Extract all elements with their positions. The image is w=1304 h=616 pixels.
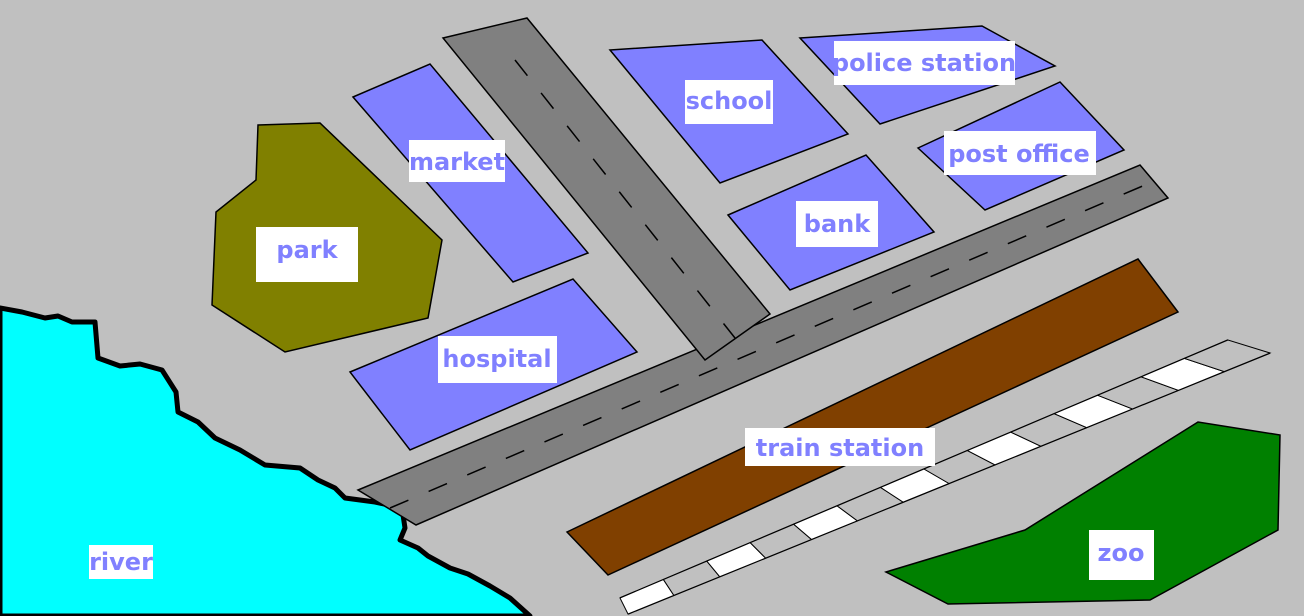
label-school: school bbox=[685, 80, 773, 124]
label-market: market bbox=[409, 140, 505, 182]
label-post-office-text: post office bbox=[948, 140, 1090, 168]
railway-track bbox=[619, 339, 1272, 615]
label-zoo: zoo bbox=[1089, 530, 1154, 580]
zoo-area bbox=[884, 421, 1281, 605]
label-police-station-text: police station bbox=[832, 49, 1016, 77]
label-river: river bbox=[89, 545, 153, 579]
label-hospital-text: hospital bbox=[442, 345, 551, 373]
rail-sleepers bbox=[619, 339, 1272, 615]
side-road bbox=[441, 17, 772, 362]
label-school-text: school bbox=[686, 87, 773, 115]
label-bank-text: bank bbox=[804, 210, 871, 238]
main-road-center-line bbox=[389, 181, 1153, 509]
label-river-text: river bbox=[89, 548, 153, 576]
rail-sleeper bbox=[1183, 339, 1272, 373]
label-park-text: park bbox=[276, 236, 338, 264]
label-zoo-text: zoo bbox=[1098, 539, 1145, 567]
label-train-station-text: train station bbox=[756, 434, 924, 462]
label-post-office: post office bbox=[944, 131, 1096, 175]
label-police-station: police station bbox=[832, 41, 1016, 85]
label-park: park bbox=[256, 227, 358, 282]
train-station-building bbox=[565, 258, 1180, 576]
label-train-station: train station bbox=[745, 428, 935, 466]
side-road-center-line bbox=[514, 59, 736, 339]
label-hospital: hospital bbox=[438, 336, 557, 383]
label-bank: bank bbox=[796, 201, 878, 247]
label-market-text: market bbox=[409, 148, 505, 176]
river-area bbox=[0, 305, 533, 616]
